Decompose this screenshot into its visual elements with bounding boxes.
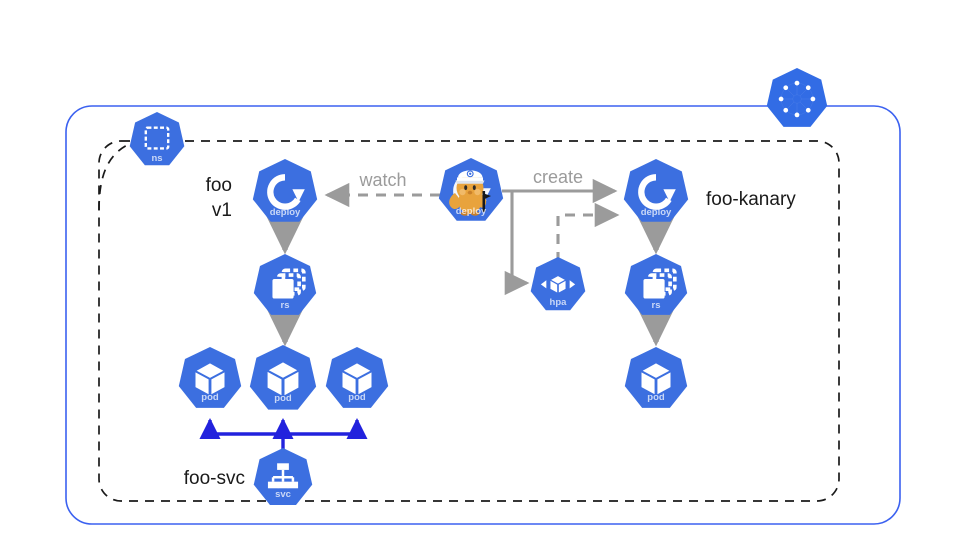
node-caption-svc: svc	[275, 489, 291, 500]
node-caption-pod: pod	[348, 392, 366, 403]
namespace-boundary	[98, 140, 840, 502]
deployment-icon	[252, 159, 318, 222]
service-icon	[253, 448, 313, 506]
node-foo-pod-3[interactable]: pod	[325, 347, 389, 408]
deployment-icon	[623, 159, 689, 222]
node-namespace[interactable]: ns	[129, 112, 185, 166]
edge-operator-hpa	[504, 191, 530, 296]
mascot-body	[449, 170, 491, 216]
operator-mascot-icon	[438, 158, 504, 221]
edge-layer-gray	[263, 178, 678, 347]
cluster-boundary	[65, 105, 901, 525]
kubernetes-wheel-icon	[766, 68, 828, 127]
node-label-foo-line1: foo	[206, 175, 232, 196]
node-kanary-pod[interactable]: pod	[624, 347, 688, 408]
hpa-icon	[530, 257, 586, 311]
replicaset-icon	[624, 254, 688, 315]
node-foo-pod-2[interactable]: pod	[249, 345, 317, 410]
node-caption-pod: pod	[201, 392, 219, 403]
node-kanary-deploy[interactable]: deploy foo-kanary	[623, 159, 796, 222]
node-caption-pod: pod	[274, 393, 292, 404]
node-operator[interactable]: deploy	[438, 158, 504, 221]
edge-label-create: create	[533, 167, 583, 187]
node-caption-ns: ns	[151, 153, 162, 164]
pod-icon	[249, 345, 317, 410]
node-caption-deploy: deploy	[641, 207, 672, 218]
pod-icon	[178, 347, 242, 408]
node-kanary-replicaset[interactable]: rs	[624, 254, 688, 315]
node-foo-replicaset[interactable]: rs	[253, 254, 317, 315]
node-caption-pod: pod	[647, 392, 665, 403]
edge-label-watch: watch	[358, 170, 406, 190]
pod-icon	[325, 347, 389, 408]
replicaset-icon	[253, 254, 317, 315]
node-label-foo-line2: v1	[212, 200, 232, 221]
node-hpa[interactable]: hpa	[530, 257, 586, 311]
node-foo-pod-1[interactable]: pod	[178, 347, 242, 408]
node-foo-service[interactable]: svc foo-svc	[184, 448, 313, 506]
node-label-foo-svc: foo-svc	[184, 468, 245, 489]
node-foo-deploy[interactable]: deploy foo v1	[206, 159, 318, 222]
node-caption-hpa: hpa	[550, 297, 568, 308]
pod-icon	[624, 347, 688, 408]
node-caption-deploy: deploy	[456, 206, 487, 217]
node-label-foo-kanary: foo-kanary	[706, 189, 796, 210]
node-caption-rs: rs	[281, 300, 290, 311]
edge-hpa-kanary-deploy	[556, 202, 620, 262]
namespace-icon	[129, 112, 185, 166]
node-caption-deploy: deploy	[270, 207, 301, 218]
node-caption-rs: rs	[652, 300, 661, 311]
